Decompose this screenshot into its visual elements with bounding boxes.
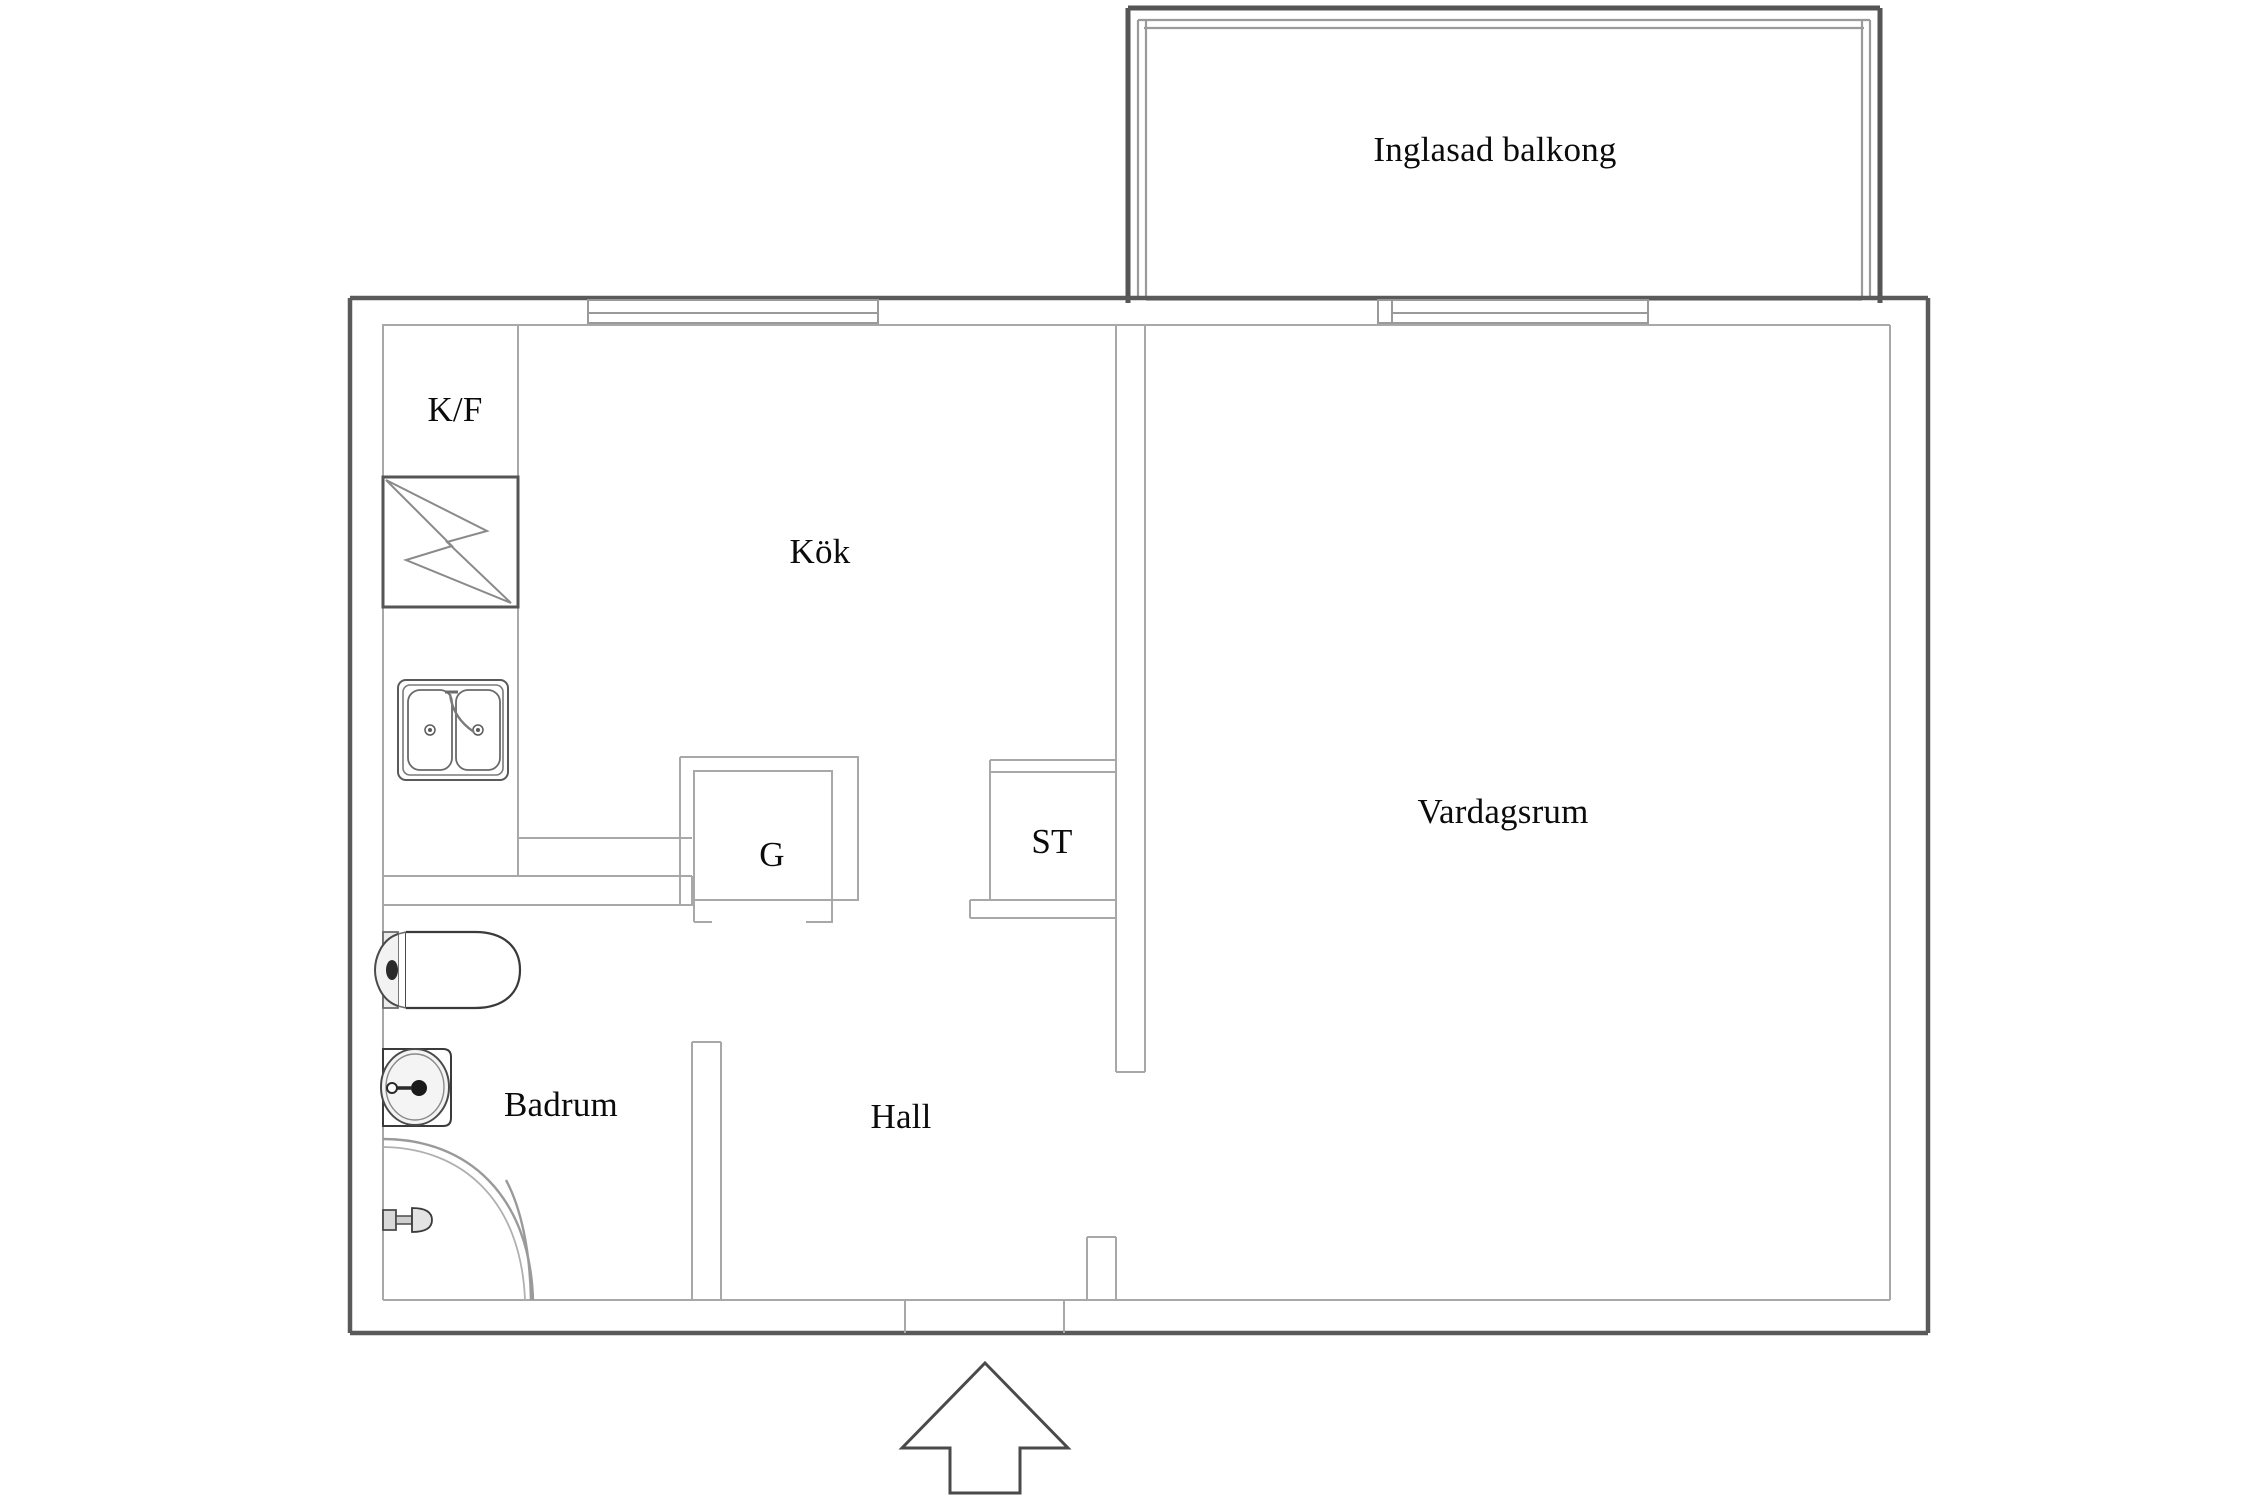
stove-icon [381, 475, 520, 609]
building-inner-wall-face [382, 324, 1891, 1301]
room-label-hall: Hall [870, 1097, 932, 1136]
toilet-icon [373, 930, 522, 1010]
building-outer-walls [347, 295, 1931, 1336]
window-kitchen [587, 299, 879, 324]
room-label-kitchen: Kök [789, 532, 851, 571]
interior-walls [383, 324, 1146, 1300]
room-label-storage: ST [1031, 822, 1073, 861]
washbasin-icon [380, 1048, 452, 1127]
room-label-fridge-freezer: K/F [427, 390, 483, 429]
room-label-livingroom: Vardagsrum [1417, 792, 1589, 831]
entrance-door [721, 1299, 1087, 1333]
window-balcony-door [1377, 299, 1649, 324]
room-label-balcony: Inglasad balkong [1373, 130, 1617, 169]
wardrobe-closet [679, 756, 859, 923]
shower-icon [382, 1137, 535, 1301]
room-label-wardrobe: G [759, 835, 785, 874]
kitchen-sink-icon [397, 679, 509, 781]
room-label-bathroom: Badrum [504, 1085, 618, 1124]
entrance-arrow-icon [898, 1360, 1072, 1495]
storage-closet [969, 759, 1117, 919]
